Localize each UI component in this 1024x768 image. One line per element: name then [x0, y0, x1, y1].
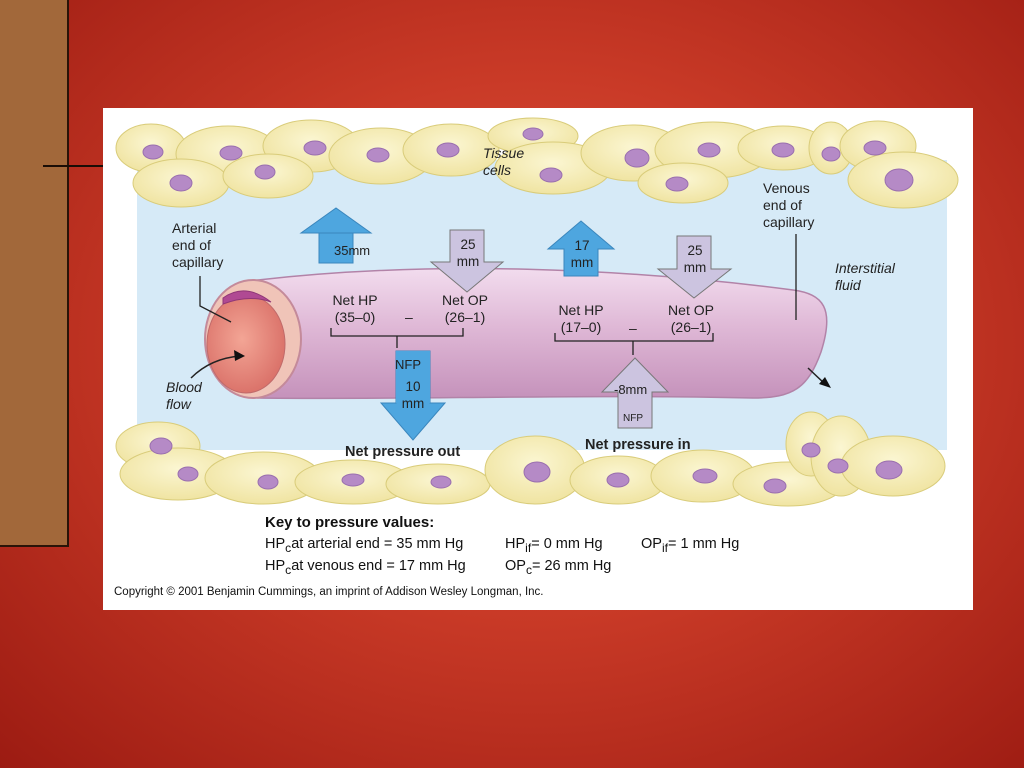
tissue-nuclei-top — [142, 127, 914, 192]
key-opif-value: = 1 mm Hg — [668, 536, 740, 552]
net-pressure-out-caption: Net pressure out — [345, 444, 461, 460]
capillary-diagram: Tissue cells Arterial end of capillary V… — [103, 108, 973, 610]
venous-end-label: Venous end of capillary — [763, 180, 815, 230]
key-hpif-main: HP — [505, 536, 526, 552]
tissue-nuclei-bottom — [149, 437, 903, 494]
key-opc-main: OP — [505, 558, 526, 574]
tissue-cells-bottom — [115, 411, 946, 507]
arterial-op-value: 25 mm — [456, 237, 480, 269]
arterial-nfp-value: 10 mm — [401, 379, 425, 411]
venous-net-hp: Net HP (17–0) — [558, 302, 604, 335]
key-hpc-v-main: HP — [265, 558, 286, 574]
key-hpc-arterial: at arterial end = 35 mm Hg — [291, 536, 464, 552]
key-hpif-sub: if — [525, 540, 532, 555]
key-opc-value: = 26 mm Hg — [532, 558, 612, 574]
arterial-minus: – — [405, 309, 413, 325]
venous-net-op: Net OP (26–1) — [668, 302, 714, 335]
key-hpc-sub: c — [285, 540, 292, 555]
key-opif-main: OP — [641, 536, 662, 552]
venous-bracket — [554, 333, 714, 355]
key-opc-sub: c — [525, 562, 532, 577]
key-hpif-value: = 0 mm Hg — [531, 536, 603, 552]
capillary-body — [257, 267, 828, 400]
key-hpc-v-sub: c — [285, 562, 292, 577]
arterial-net-op: Net OP (26–1) — [442, 292, 488, 325]
key-hpc-main: HP — [265, 536, 286, 552]
diagram-art — [115, 117, 959, 507]
venous-op-arrow — [656, 235, 733, 299]
accent-line — [43, 165, 105, 167]
tissue-cells-label: Tissue cells — [483, 145, 525, 178]
arterial-hp-value: 35mm — [334, 243, 371, 258]
venous-op-value: 25 mm — [683, 243, 707, 275]
venous-nfp-label: NFP — [623, 413, 643, 424]
arterial-hp-arrow — [299, 207, 373, 264]
venous-minus: – — [629, 320, 637, 336]
interstitial-fluid-label: Interstitial fluid — [835, 260, 895, 293]
net-pressure-in-caption: Net pressure in — [585, 437, 691, 453]
key-title: Key to pressure values: — [265, 514, 435, 531]
arterial-leader — [199, 276, 232, 323]
copyright-notice: Copyright © 2001 Benjamin Cummings, an i… — [114, 586, 544, 598]
capillary-lumen — [206, 294, 286, 394]
side-panel — [0, 0, 69, 547]
venous-hp-value: 17 mm — [570, 238, 594, 270]
blood-flow-label: Blood flow — [166, 379, 202, 412]
venous-nfp-value: -8mm — [614, 382, 648, 397]
endothelial-cell — [222, 290, 272, 305]
arterial-op-arrow — [429, 229, 505, 293]
key-hpc-venous: at venous end = 17 mm Hg — [291, 558, 466, 574]
arterial-end-label: Arterial end of capillary — [172, 220, 224, 270]
arterial-bracket — [330, 328, 464, 348]
arterial-net-hp: Net HP (35–0) — [332, 292, 378, 325]
venous-nfp-arrow — [600, 357, 670, 429]
arterial-nfp-label: NFP — [395, 357, 421, 372]
key-opif-sub: if — [661, 540, 668, 555]
